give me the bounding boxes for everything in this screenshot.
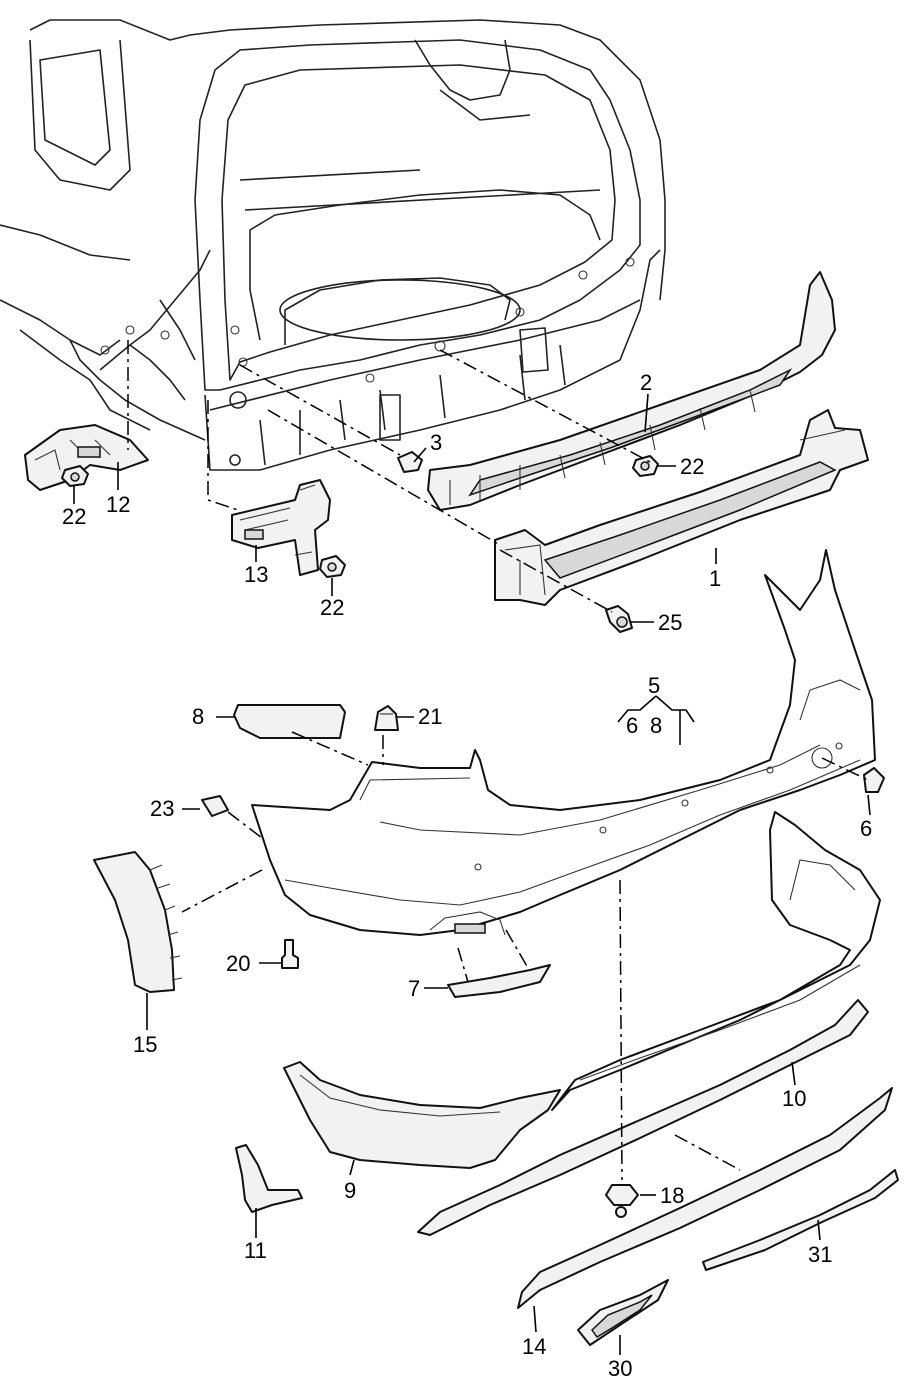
callout-22-left: 22: [62, 504, 86, 529]
callout-7: 7: [408, 976, 420, 1001]
part-31-trim-strip: [702, 1169, 899, 1271]
callout-labels: 1 2 3 5 6 8 6 7 8 9 10 11 12 13 14 15 18…: [62, 370, 872, 1381]
part-30-trim-insert: [577, 1279, 669, 1346]
part-14-trim-strip: [417, 999, 893, 1309]
vehicle-rear-body: [0, 19, 666, 471]
callout-30: 30: [608, 1356, 632, 1381]
part-9-lower-valance: [283, 1061, 561, 1169]
part-22-nut-left: [61, 465, 89, 487]
callout-20: 20: [226, 951, 250, 976]
part-2-energy-absorber: [427, 271, 836, 511]
callout-3: 3: [430, 430, 442, 455]
callout-22-centre: 22: [320, 595, 344, 620]
callout-12: 12: [106, 492, 130, 517]
callout-9: 9: [344, 1178, 356, 1203]
part-8-reflector: [233, 704, 346, 739]
part-6-tow-eye-cap: [863, 767, 885, 793]
callout-5: 5: [648, 673, 660, 698]
callout-6: 6: [860, 816, 872, 841]
callout-18: 18: [660, 1183, 684, 1208]
callout-2: 2: [640, 370, 652, 395]
part-7-reflector: [447, 964, 551, 998]
callout-10: 10: [782, 1086, 806, 1111]
callout-13: 13: [244, 562, 268, 587]
part-22-nut-right: [632, 455, 659, 477]
callout-23: 23: [150, 796, 174, 821]
part-3-clip: [397, 451, 423, 473]
callout-22-right: 22: [680, 454, 704, 479]
callout-11: 11: [244, 1238, 267, 1263]
callout-1: 1: [709, 566, 721, 591]
part-21-sensor-holder: [374, 705, 399, 731]
assembly-lines: [127, 340, 869, 1181]
part-12-side-bracket: [24, 424, 149, 491]
callout-25: 25: [658, 610, 682, 635]
part-1-bumper-reinforcement: [494, 409, 869, 606]
part-15-side-guide: [93, 851, 183, 993]
callout-14: 14: [522, 1334, 546, 1359]
callout-21: 21: [418, 704, 442, 729]
part-11-bracket: [235, 1144, 303, 1213]
callout-8: 8: [192, 704, 204, 729]
leader-lines: [73, 393, 871, 1355]
part-5-bumper-cover: [251, 549, 876, 936]
part-22-nut-centre: [319, 555, 346, 578]
part-25-bolt: [605, 605, 633, 633]
callout-31: 31: [808, 1242, 832, 1267]
part-23-clip-nut: [201, 795, 229, 817]
part-13-bracket: [231, 479, 331, 576]
callout-15: 15: [133, 1032, 157, 1057]
part-18-clip: [605, 1184, 639, 1218]
part-10-diffuser: [551, 811, 881, 1111]
part-20-screw: [281, 939, 299, 969]
callout-5-sub-6: 6: [626, 713, 638, 738]
callout-5-sub-8: 8: [650, 713, 662, 738]
